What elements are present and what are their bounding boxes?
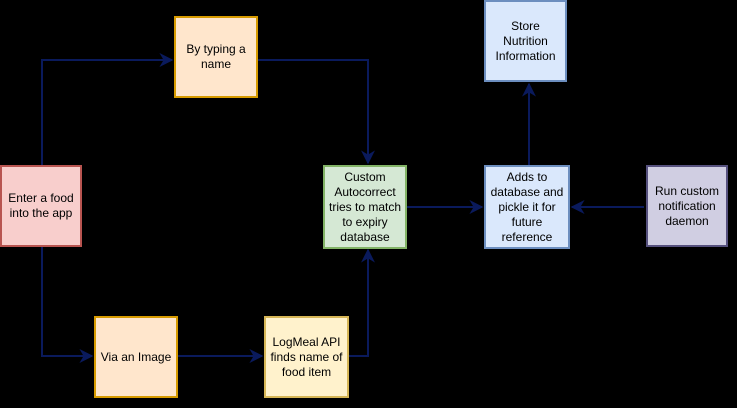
edge-enter-to-typing [41,53,174,165]
edge-typing-to-autocorrect [258,59,375,165]
node-store-nutrition-label: Store Nutrition Information [495,18,556,63]
node-notification-daemon: Run custom notification daemon [646,165,728,247]
node-enter-food-label: Enter a food into the app [8,191,74,220]
node-store-nutrition: Store Nutrition Information [484,0,567,82]
node-enter-food: Enter a food into the app [0,165,82,247]
node-via-image: Via an Image [94,316,178,398]
node-logmeal-api-label: LogMeal API finds name of food item [270,334,343,379]
node-custom-autocorrect: Custom Autocorrect tries to match to exp… [323,165,407,249]
node-logmeal-api: LogMeal API finds name of food item [264,316,349,398]
edge-logmeal-to-autocorrect [349,248,375,357]
node-via-image-label: Via an Image [100,349,172,364]
edge-enter-to-image [41,247,94,363]
node-notification-daemon-label: Run custom notification daemon [654,183,720,228]
node-adds-database: Adds to database and pickle it for futur… [484,165,570,249]
node-custom-autocorrect-label: Custom Autocorrect tries to match to exp… [328,169,402,244]
node-adds-database-label: Adds to database and pickle it for futur… [490,169,564,244]
node-typing-name: By typing a name [174,16,258,98]
node-typing-name-label: By typing a name [186,42,246,71]
